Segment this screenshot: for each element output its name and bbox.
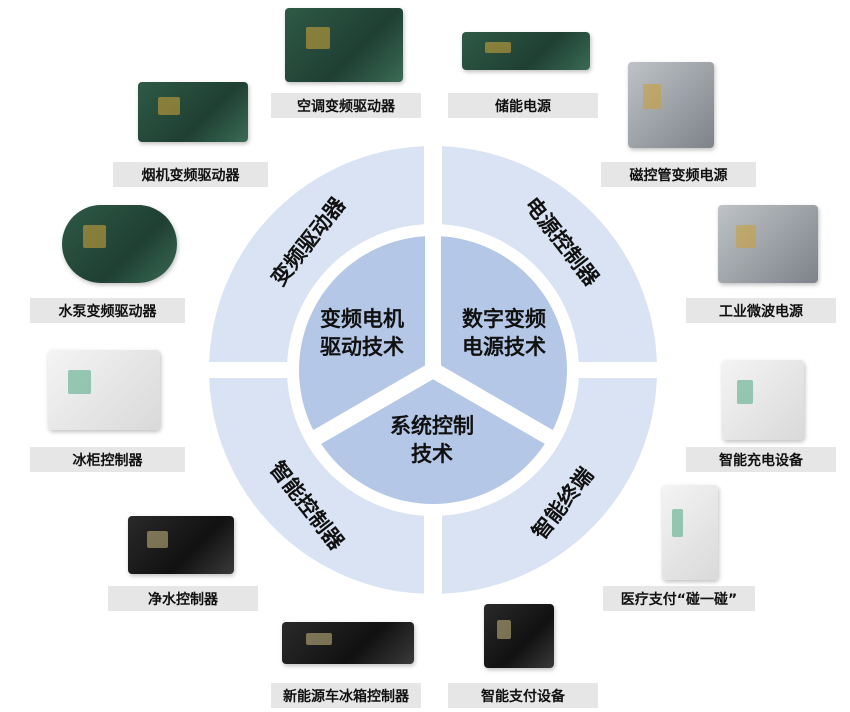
core-sector-power-supply: 数字变频 电源技术 bbox=[462, 305, 546, 361]
product-image-freezer-controller bbox=[48, 350, 160, 430]
product-image-medical-payment bbox=[662, 485, 718, 580]
product-image-ev-fridge-controller bbox=[282, 622, 414, 664]
core-sector-motor-drive: 变频电机 驱动技术 bbox=[320, 305, 404, 361]
core-text-line: 驱动技术 bbox=[320, 335, 404, 359]
product-label-ac-drive: 空调变频驱动器 bbox=[271, 93, 421, 118]
core-text-line: 数字变频 bbox=[462, 307, 546, 331]
core-sector-system-control: 系统控制 技术 bbox=[390, 412, 474, 468]
product-image-ac-drive bbox=[285, 8, 403, 82]
core-text-line: 变频电机 bbox=[320, 307, 404, 331]
product-label-hood-drive: 烟机变频驱动器 bbox=[113, 162, 268, 187]
core-dividers bbox=[307, 230, 559, 447]
product-image-payment-terminal bbox=[484, 604, 554, 668]
product-label-charging-device: 智能充电设备 bbox=[686, 447, 836, 472]
core-text-line: 系统控制 bbox=[390, 414, 474, 438]
product-image-hood-drive bbox=[138, 82, 248, 142]
product-label-ev-fridge-controller: 新能源车冰箱控制器 bbox=[271, 683, 421, 708]
product-label-freezer-controller: 冰柜控制器 bbox=[30, 447, 185, 472]
product-label-medical-payment: 医疗支付“碰一碰” bbox=[603, 586, 755, 611]
product-image-magnetron-power bbox=[628, 62, 714, 148]
core-text-line: 电源技术 bbox=[462, 335, 546, 359]
product-image-water-controller bbox=[128, 516, 234, 574]
core-text-line: 技术 bbox=[411, 442, 453, 466]
product-label-magnetron-power: 磁控管变频电源 bbox=[601, 162, 756, 187]
product-image-charging-device bbox=[722, 360, 804, 440]
product-label-microwave-power: 工业微波电源 bbox=[686, 298, 836, 323]
product-label-payment-terminal: 智能支付设备 bbox=[448, 683, 598, 708]
product-image-pump-drive bbox=[62, 205, 177, 283]
product-image-energy-storage bbox=[462, 32, 590, 70]
product-label-pump-drive: 水泵变频驱动器 bbox=[30, 298, 185, 323]
product-label-water-controller: 净水控制器 bbox=[108, 586, 258, 611]
product-image-microwave-power bbox=[718, 205, 818, 283]
product-label-energy-storage: 储能电源 bbox=[448, 93, 598, 118]
